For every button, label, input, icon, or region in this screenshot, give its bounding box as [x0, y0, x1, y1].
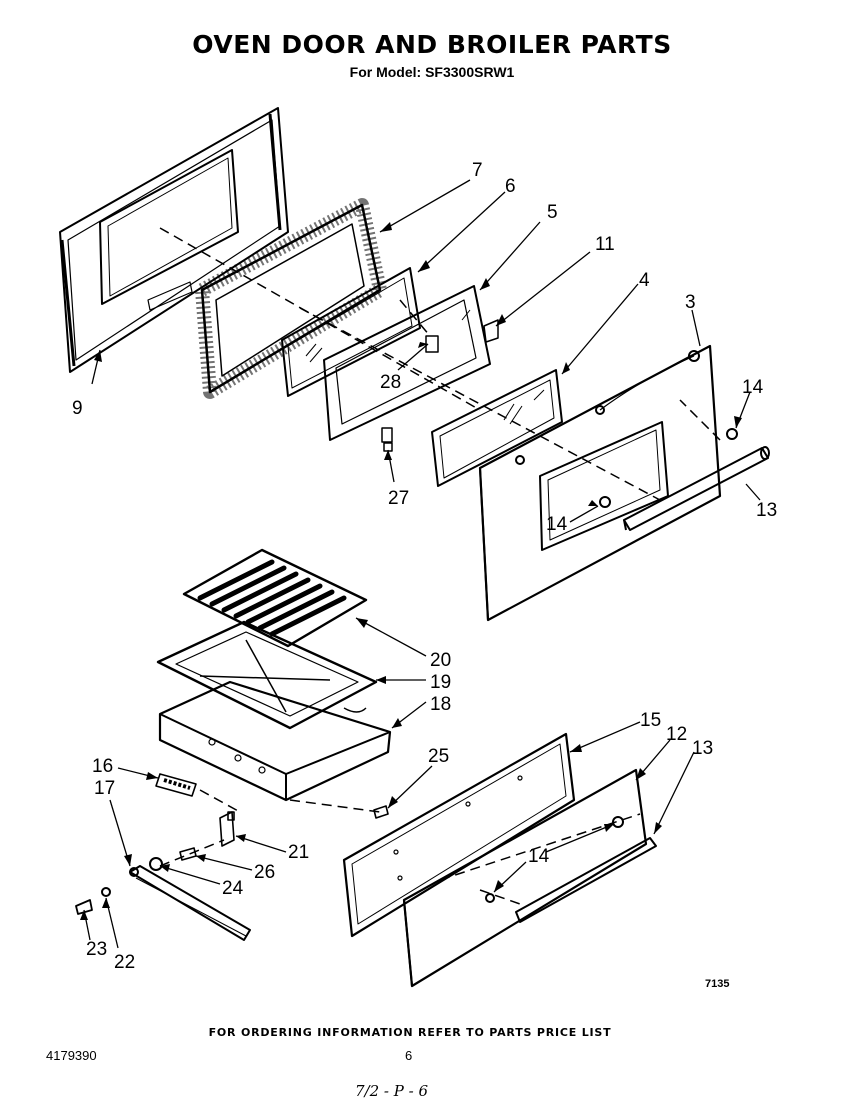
callout-25: 25	[428, 746, 449, 767]
callout-13-broiler: 13	[692, 738, 713, 759]
callout-18: 18	[430, 694, 451, 715]
callout-21: 21	[288, 842, 309, 863]
callout-24: 24	[222, 878, 244, 899]
callout-20: 20	[430, 650, 451, 671]
page-title: OVEN DOOR AND BROILER PARTS	[192, 30, 672, 59]
page-number: 6	[405, 1048, 413, 1063]
callout-28: 28	[380, 372, 401, 393]
callout-7: 7	[472, 160, 483, 181]
part-6-inner-glass	[281, 267, 421, 397]
part-9-inner-door-panel	[59, 107, 289, 373]
callout-26: 26	[254, 862, 275, 883]
callout-4: 4	[639, 270, 650, 291]
callout-23: 23	[86, 939, 107, 960]
ordering-note: FOR ORDERING INFORMATION REFER TO PARTS …	[208, 1026, 612, 1039]
callout-19: 19	[430, 672, 451, 693]
part-12-broiler-outer-panel	[402, 768, 648, 988]
part-20-broiler-grid	[182, 548, 368, 648]
document-number: 4179390	[46, 1048, 97, 1063]
part-19-broiler-pan	[156, 620, 378, 730]
callout-22: 22	[114, 952, 135, 973]
callout-13-door: 13	[756, 500, 777, 521]
part-16-roller	[155, 773, 197, 797]
callout-17: 17	[94, 778, 115, 799]
callout-11: 11	[595, 234, 615, 255]
arrowheads	[80, 222, 742, 920]
part-13-broiler-handle	[515, 837, 657, 923]
side-rail-and-screws	[75, 857, 251, 941]
figure-number: 7135	[705, 978, 730, 990]
callout-12: 12	[666, 724, 687, 745]
part-4-outer-glass	[431, 369, 563, 487]
part-7-insulation	[195, 198, 387, 399]
part-5-glass-frame	[323, 285, 491, 441]
callout-14-door-top: 14	[742, 377, 764, 398]
handwritten-note: 7/2 - P - 6	[355, 1082, 428, 1100]
callout-5: 5	[547, 202, 558, 223]
callout-9: 9	[72, 398, 83, 419]
door-screws	[599, 428, 738, 508]
callout-16: 16	[92, 756, 113, 777]
callout-14-broiler: 14	[528, 846, 550, 867]
part-13-door-handle	[623, 446, 770, 531]
callout-27: 27	[388, 488, 409, 509]
callout-15: 15	[640, 710, 661, 731]
assembly-lines	[159, 227, 721, 905]
part-3-outer-door-panel	[478, 344, 722, 622]
callout-6: 6	[505, 176, 516, 197]
part-15-broiler-inner-panel	[342, 732, 576, 938]
model-subtitle: For Model: SF3300SRW1	[349, 64, 515, 80]
callout-3: 3	[685, 292, 696, 313]
callout-14-door-mid: 14	[546, 514, 568, 535]
callout-numbers: 7 6 5 11 4 3 14 13 14 28 27 9 20 19 18 2…	[72, 160, 777, 973]
part-18-broiler-drawer	[158, 680, 392, 802]
